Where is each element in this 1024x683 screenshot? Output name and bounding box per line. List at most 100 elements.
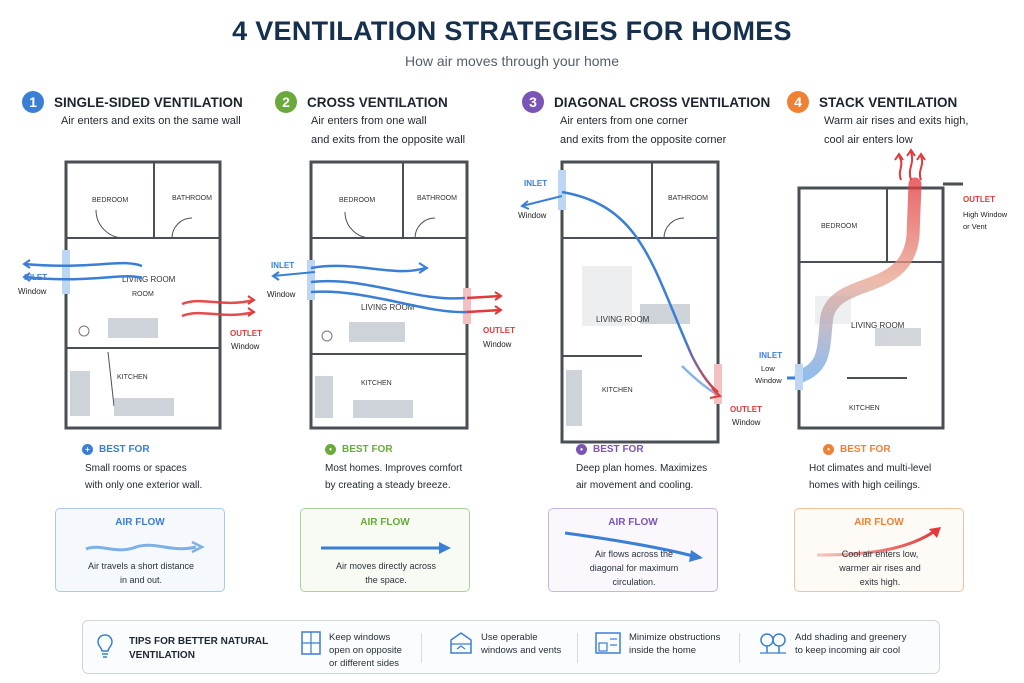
air-flow-arrow-icon <box>321 542 451 554</box>
divider <box>421 633 422 663</box>
step-number-badge: 4 <box>787 91 809 113</box>
tips-heading: TIPS FOR BETTER NATURAL VENTILATION <box>97 633 268 663</box>
outlet-airflow-arrows <box>466 291 503 315</box>
air-flow-title: AIR FLOW <box>854 517 904 528</box>
air-flow-text: Air moves directly across the space. <box>335 561 437 585</box>
air-flow-title: AIR FLOW <box>360 517 410 528</box>
page-title: 4 VENTILATION STRATEGIES FOR HOMES <box>232 16 792 46</box>
step-number-badge: 1 <box>22 91 44 113</box>
strategy-description: Air enters from one corner and exits fro… <box>560 115 727 146</box>
outlet-label: OUTLET <box>483 326 515 335</box>
furniture-icon <box>595 632 621 654</box>
strategy-header: 4 STACK VENTILATION <box>787 90 957 114</box>
inlet-label: INLET <box>24 273 47 282</box>
tip-item: Add shading and greenery to keep incomin… <box>759 631 906 657</box>
room-label-living-room: LIVING ROOM <box>596 315 650 324</box>
strategy-title: SINGLE-SIDED VENTILATION <box>54 94 243 110</box>
strategy-header: 1 SINGLE-SIDED VENTILATION <box>22 90 243 114</box>
best-for-text: Small rooms or spaces with only one exte… <box>85 463 203 491</box>
house-outline <box>64 160 222 430</box>
house-outline <box>797 186 945 430</box>
plant-icon <box>321 330 333 342</box>
exhaust-arrows <box>894 148 926 181</box>
strategy-cross: 2 CROSS VENTILATION Air enters from one … <box>267 90 515 600</box>
strategy-title: DIAGONAL CROSS VENTILATION <box>554 94 771 110</box>
room-label-living-room: LIVING ROOM <box>851 321 905 330</box>
inlet-window <box>62 250 70 294</box>
best-for-header: + BEST FOR <box>82 444 150 455</box>
inlet-sublabel-line1: Low <box>761 364 775 373</box>
room-label-kitchen: KITCHEN <box>602 387 633 394</box>
strategy-description: Warm air rises and exits high, cool air … <box>824 115 969 146</box>
air-flow-card: AIR FLOW Air flows across the diagonal f… <box>548 508 718 592</box>
floor-plan-diagonal: BATHROOM LIVING ROOM KITCHEN INLET Windo… <box>518 160 762 444</box>
airflow-arrows <box>271 262 468 314</box>
best-for-text: Hot climates and multi-level homes with … <box>809 463 932 491</box>
air-flow-title: AIR FLOW <box>115 517 165 528</box>
tip-text: Use operable windows and vents <box>481 632 562 656</box>
air-flow-card: AIR FLOW Air travels a short distance in… <box>55 508 225 592</box>
window-icon <box>301 631 321 655</box>
inlet-window <box>307 260 315 300</box>
inlet-label: INLET <box>524 179 547 188</box>
strategy-stack: 4 STACK VENTILATION Warm air rises and e… <box>755 90 1024 600</box>
divider <box>577 633 578 663</box>
floor-plan-single-sided: BEDROOM BATHROOM LIVING ROOM ROOM KITCHE… <box>18 160 262 430</box>
best-for-header: • BEST FOR <box>823 444 891 455</box>
tip-text: Add shading and greenery to keep incomin… <box>795 632 907 656</box>
inlet-sublabel: Window <box>267 290 296 299</box>
best-for-header: • BEST FOR <box>325 444 393 455</box>
room-label-living-room: LIVING ROOM <box>122 275 176 284</box>
strategy-description: Air enters and exits on the same wall <box>61 115 241 127</box>
room-label-bathroom: BATHROOM <box>668 195 708 202</box>
room-label-room: ROOM <box>132 291 154 298</box>
outlet-sublabel: Window <box>231 342 260 351</box>
room-label-bedroom: BEDROOM <box>821 223 857 230</box>
strategy-title: CROSS VENTILATION <box>307 94 448 110</box>
inlet-sublabel: Window <box>518 211 547 220</box>
outlet-label: OUTLET <box>730 405 762 414</box>
tip-item: Minimize obstructions inside the home <box>595 631 720 657</box>
lightbulb-icon <box>97 634 113 658</box>
inlet-label: INLET <box>759 351 782 360</box>
sun-icon: • <box>823 444 834 455</box>
room-label-bathroom: BATHROOM <box>417 195 457 202</box>
room-label-kitchen: KITCHEN <box>361 380 392 387</box>
outlet-sublabel: Window <box>732 418 761 427</box>
tips-bar: TIPS FOR BETTER NATURAL VENTILATION Keep… <box>82 620 940 674</box>
outlet-sublabel-line1: High Window <box>963 210 1008 219</box>
step-number-badge: 3 <box>522 91 544 113</box>
air-flow-title: AIR FLOW <box>608 517 658 528</box>
air-flow-text: Air flows across the diagonal for maximu… <box>589 549 679 587</box>
outlet-sublabel: Window <box>483 340 512 349</box>
operable-window-icon <box>450 632 472 654</box>
air-flow-arrow-icon <box>816 527 941 557</box>
tip-text: Minimize obstructions inside the home <box>629 632 721 656</box>
air-flow-arrow-icon <box>85 540 205 554</box>
best-for-label: BEST FOR <box>342 444 393 455</box>
strategy-header: 3 DIAGONAL CROSS VENTILATION <box>522 90 770 114</box>
air-flow-text: Air travels a short distance in and out. <box>87 561 195 585</box>
inlet-window <box>558 170 566 210</box>
air-flow-card: AIR FLOW Cool air enters low, warmer air… <box>794 508 964 592</box>
floor-plan-cross: BEDROOM BATHROOM LIVING ROOM KITCHEN INL… <box>267 160 515 430</box>
tip-item: Use operable windows and vents <box>449 631 561 657</box>
room-label-bathroom: BATHROOM <box>172 195 212 202</box>
best-for-label: BEST FOR <box>840 444 891 455</box>
room-label-kitchen: KITCHEN <box>849 405 880 412</box>
room-label-bedroom: BEDROOM <box>92 197 128 204</box>
best-for-text: Deep plan homes. Maximizes air movement … <box>576 463 708 491</box>
room-label-kitchen: KITCHEN <box>117 374 148 381</box>
trees-icon <box>760 633 786 654</box>
outlet-window <box>463 288 471 324</box>
air-flow-arrow-icon <box>564 531 703 562</box>
person-icon: • <box>325 444 336 455</box>
floor-plan-stack: BEDROOM LIVING ROOM KITCHEN INLET Low Wi… <box>755 148 1008 430</box>
inlet-window <box>795 364 803 390</box>
plant-icon <box>78 325 90 337</box>
outlet-window <box>714 364 722 404</box>
strategy-header: 2 CROSS VENTILATION <box>275 90 448 114</box>
room-label-bedroom: BEDROOM <box>339 197 375 204</box>
strategy-description: Air enters from one wall and exits from … <box>311 115 466 146</box>
inlet-airflow-arrows <box>22 259 143 282</box>
